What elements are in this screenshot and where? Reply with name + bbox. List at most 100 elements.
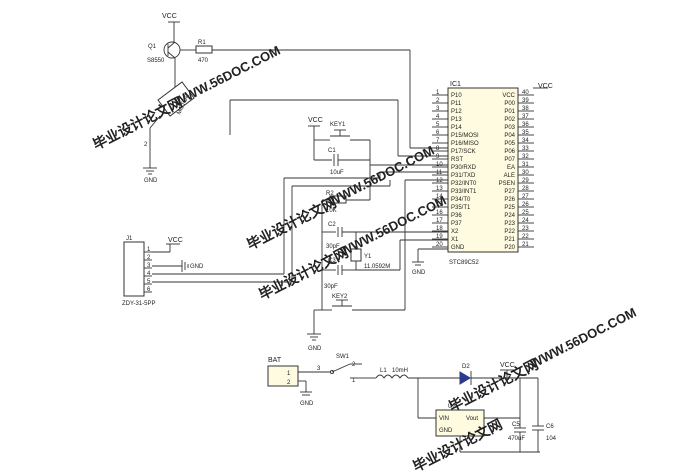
watermark-cn: 毕业设计论文网 — [446, 356, 541, 415]
resistor-r1 — [195, 45, 213, 54]
c6-ref: C6 — [546, 424, 554, 430]
watermark: 毕业设计论文网 WWW.56DOC.COM — [256, 193, 449, 303]
ic1-pin-name: P07 — [504, 157, 515, 163]
ic1-pin-number: 13 — [436, 186, 443, 192]
ic1-pin-number: 30 — [522, 170, 529, 176]
resistor-r2 — [329, 195, 347, 204]
ic1-pin-name: PSEN — [499, 181, 515, 187]
u2-ref: U2 — [448, 404, 456, 410]
j1-body — [123, 241, 145, 297]
ic1-pin-name: RST — [451, 157, 463, 163]
ic1-ref: IC1 — [450, 81, 461, 88]
c5-val: 470uF — [508, 436, 525, 442]
bat-p2: 2 — [287, 380, 291, 386]
q1-base-pin: 2 — [144, 142, 148, 148]
ic1-pin-name: VCC — [502, 93, 515, 99]
ic1-pin-name: P06 — [504, 149, 515, 155]
ic1-pin-number: 33 — [522, 146, 529, 152]
key2-circuit: KEY2 GND — [307, 179, 448, 352]
gnd-label-ic1: GND — [412, 270, 426, 276]
j1-ref: J1 — [126, 236, 133, 242]
ic1-pin-number: 35 — [522, 130, 529, 136]
ic1-pin-name: P17/SCK — [451, 149, 476, 155]
ic1-pin-number: 9 — [436, 154, 440, 160]
d2-ref: D2 — [462, 364, 470, 370]
ic1-pin-name: P13 — [451, 117, 462, 123]
ic1-pin-number: 8 — [436, 146, 440, 152]
ic1-part: STC89C52 — [449, 260, 479, 266]
ic1-pin-number: 14 — [436, 194, 443, 200]
ic1-pin-number: 18 — [436, 226, 443, 232]
ic1-pin-name: X1 — [451, 237, 459, 243]
ic1-pin-name: EA — [507, 165, 515, 171]
ic1-pin-name: P01 — [504, 109, 515, 115]
bat-p1: 1 — [287, 371, 291, 377]
ic1-pin-number: 7 — [436, 138, 440, 144]
ic1-pin-number: 21 — [522, 242, 529, 248]
gnd-label-q1: GND — [144, 178, 158, 184]
c6-val: 104 — [546, 436, 557, 442]
ic1-pin-number: 32 — [522, 154, 529, 160]
ic1-pin-name: P20 — [504, 245, 515, 251]
r2-ref: R2 — [326, 191, 334, 197]
ic1-pin-number: 40 — [522, 90, 529, 96]
ic1-pin-name: P22 — [504, 229, 515, 235]
j1-pin-number: 1 — [147, 247, 151, 253]
j1-pin-number: 6 — [147, 287, 151, 293]
ic1-pin-number: 5 — [436, 122, 440, 128]
battery-bat — [267, 365, 299, 387]
ic1-pin-number: 19 — [436, 234, 443, 240]
gnd-label-key2: GND — [308, 346, 322, 352]
ic1-pin-number: 24 — [522, 218, 529, 224]
u2-vin: VIN — [439, 416, 449, 422]
y1-val: 11.0592M — [364, 264, 390, 270]
l1-ref: L1 — [380, 368, 387, 374]
sw1-switch — [329, 369, 335, 375]
ic1-pin-name: P15/MOSI — [451, 133, 479, 139]
bat-ref: BAT — [268, 357, 282, 364]
watermark-url: WWW.56DOC.COM — [172, 43, 283, 109]
vcc-label-key1: VCC — [308, 117, 323, 124]
ic1-pin-number: 11 — [436, 170, 443, 176]
q1-part: S8550 — [147, 58, 165, 64]
j1-pin-number: 2 — [147, 255, 151, 261]
gnd-label-bat: GND — [300, 401, 314, 407]
c2-ref: C2 — [328, 222, 336, 228]
ic1-pin-name: ALE — [504, 173, 515, 179]
ic1-pin-number: 23 — [522, 226, 529, 232]
sw-p3: 3 — [317, 366, 321, 372]
j1-pin-number: 3 — [147, 263, 151, 269]
vcc-label-q1: VCC — [162, 13, 177, 20]
vcc-label-j1: VCC — [168, 237, 183, 244]
ic1-pin-name: P30/RXD — [451, 165, 477, 171]
ic1-pin-number: 20 — [436, 242, 443, 248]
j1-gnd: GND — [190, 264, 204, 270]
q1-ref: Q1 — [148, 44, 157, 50]
ic1-pin-name: P12 — [451, 109, 462, 115]
ic1-pin-number: 26 — [522, 202, 529, 208]
ic1-pin-number: 31 — [522, 162, 529, 168]
ic1-pin-name: P03 — [504, 125, 515, 131]
ic1-pin-number: 28 — [522, 186, 529, 192]
power-section: BAT 1 2 GND SW1 3 2 1 L1 10mH D2 VCC — [267, 354, 557, 453]
wire — [167, 51, 176, 59]
ic1-body — [447, 87, 519, 253]
ic1-pin-name: P27 — [504, 189, 515, 195]
cap-val: 30pF — [324, 284, 338, 290]
ic1-pin-name: P26 — [504, 197, 515, 203]
r1-val: 470 — [198, 58, 209, 64]
watermark-cn: 毕业设计论文网 — [244, 194, 339, 253]
ic1-pin-number: 4 — [436, 114, 440, 120]
ic1-pin-name: P05 — [504, 141, 515, 147]
ic1-pin-name: P31/TXD — [451, 173, 476, 179]
c1-ref: C1 — [328, 148, 336, 154]
ic1-pin-name: P04 — [504, 133, 515, 139]
wire — [167, 41, 176, 49]
ic1-pin-name: P14 — [451, 125, 462, 131]
regulator-u2 — [435, 409, 485, 437]
inductor-l1 — [375, 374, 409, 379]
ic1-pin-name: X2 — [451, 229, 459, 235]
ic1-pin-number: 17 — [436, 218, 443, 224]
